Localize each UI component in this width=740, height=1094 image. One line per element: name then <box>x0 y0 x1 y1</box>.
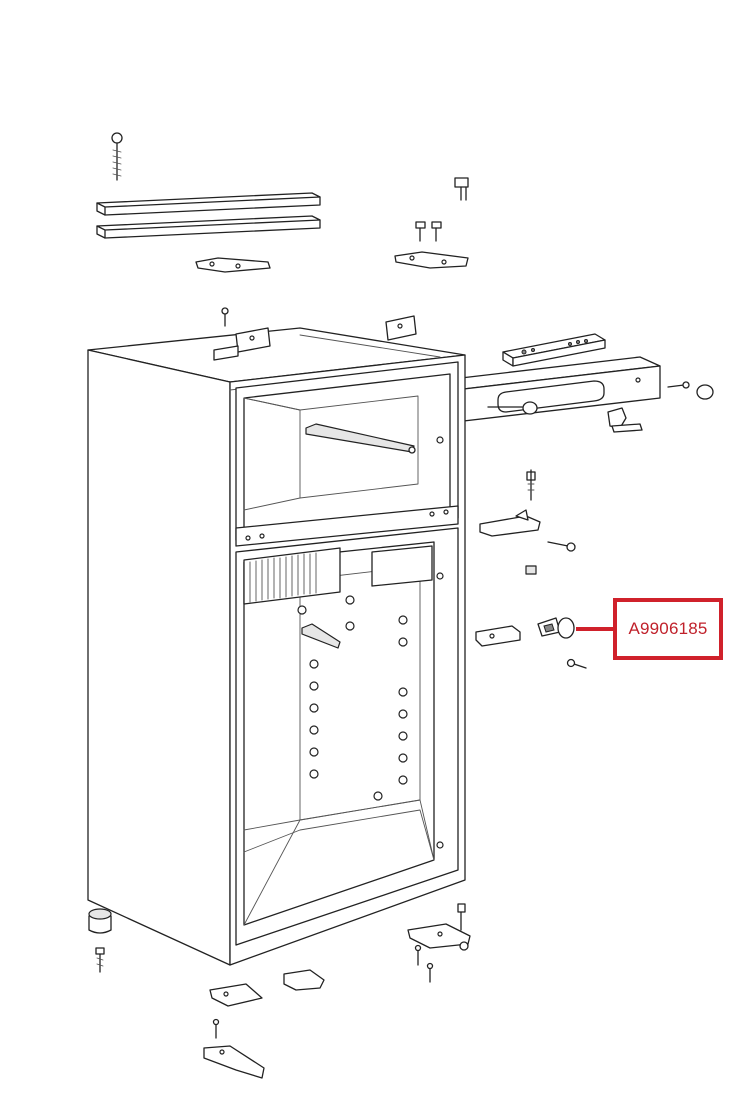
fridge-shelf-rod <box>301 623 341 649</box>
bottom-right-hole <box>436 841 444 849</box>
fridge-hole <box>436 572 444 580</box>
panel-end-cap <box>696 384 714 400</box>
bottom-small-screw <box>212 1018 220 1039</box>
thermostat-knob <box>487 401 538 415</box>
top-screw <box>111 132 123 181</box>
cabinet-top-screw <box>221 307 229 327</box>
bottom-hinge-plate <box>203 1045 265 1079</box>
control-panel-strip <box>502 333 606 367</box>
leveling-foot-screw <box>95 947 105 973</box>
part-number-label: A9906185 <box>628 619 708 638</box>
top-right-hinge-plate <box>394 251 469 269</box>
panel-screw-right <box>667 381 690 389</box>
freezer-shelf-rod <box>305 423 416 454</box>
top-right-screw-pair <box>415 221 442 242</box>
door-stop-part-a9906185 <box>537 617 575 639</box>
middle-hinge-nut <box>525 565 537 575</box>
top-right-bolt <box>454 177 469 201</box>
bottom-hinge-bracket <box>407 923 471 951</box>
bottom-center-bracket <box>283 969 325 991</box>
callout-leader-line <box>576 627 614 631</box>
middle-hinge-bracket <box>479 509 541 537</box>
bottom-hinge-pin <box>457 903 466 931</box>
rear-panel-plate <box>371 545 433 587</box>
lower-hinge-screw <box>566 658 587 669</box>
freezer-hole <box>436 436 444 444</box>
middle-hinge-pin <box>526 469 536 501</box>
shelf-holes-left <box>309 659 319 779</box>
middle-hinge-screw <box>547 541 576 552</box>
shelf-holes-right <box>345 595 408 801</box>
compartment-divider <box>235 505 459 547</box>
part-number-callout: A9906185 <box>613 598 723 660</box>
fin-hole <box>297 605 307 615</box>
leveling-foot <box>88 908 112 934</box>
cabinet-top-hinge-right <box>385 315 417 341</box>
thermostat-bracket <box>607 407 643 433</box>
bottom-screws <box>414 944 434 983</box>
lower-hinge-bracket <box>475 625 521 647</box>
top-left-hinge-plate <box>195 257 271 273</box>
evaporator-fins <box>243 547 341 605</box>
bottom-left-bracket <box>209 983 263 1007</box>
fridge-bottom-edge <box>243 809 435 861</box>
top-rail-upper <box>96 192 321 216</box>
top-rail-lower <box>96 215 321 239</box>
cabinet-top-hinge-left <box>213 327 271 361</box>
